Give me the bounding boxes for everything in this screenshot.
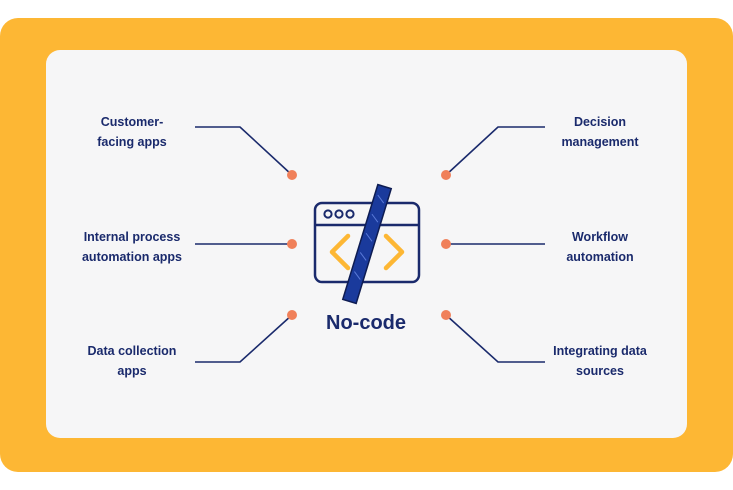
connector-right-top (445, 126, 545, 176)
connector-dot (287, 170, 297, 180)
connector-dot (287, 239, 297, 249)
connector-left-top (195, 126, 293, 176)
label-integrating-data-sources: Integrating data sources (553, 344, 647, 378)
label-customer-facing-apps: Customer- facing apps (97, 115, 167, 149)
connector-left-bottom (195, 314, 293, 363)
connector-right-bottom (445, 314, 545, 363)
label-decision-management: Decision management (561, 115, 639, 149)
diagram-title: No-code (326, 312, 406, 334)
label-internal-process-automation-apps: Internal process automation apps (81, 230, 182, 264)
label-data-collection-apps: Data collection apps (87, 344, 177, 378)
label-workflow-automation: Workflow automation (566, 230, 634, 264)
connector-dot (287, 310, 297, 320)
connector-dot (441, 239, 451, 249)
connector-dot (441, 170, 451, 180)
connector-dot (441, 310, 451, 320)
browser-window-code-slash-icon (313, 183, 421, 305)
